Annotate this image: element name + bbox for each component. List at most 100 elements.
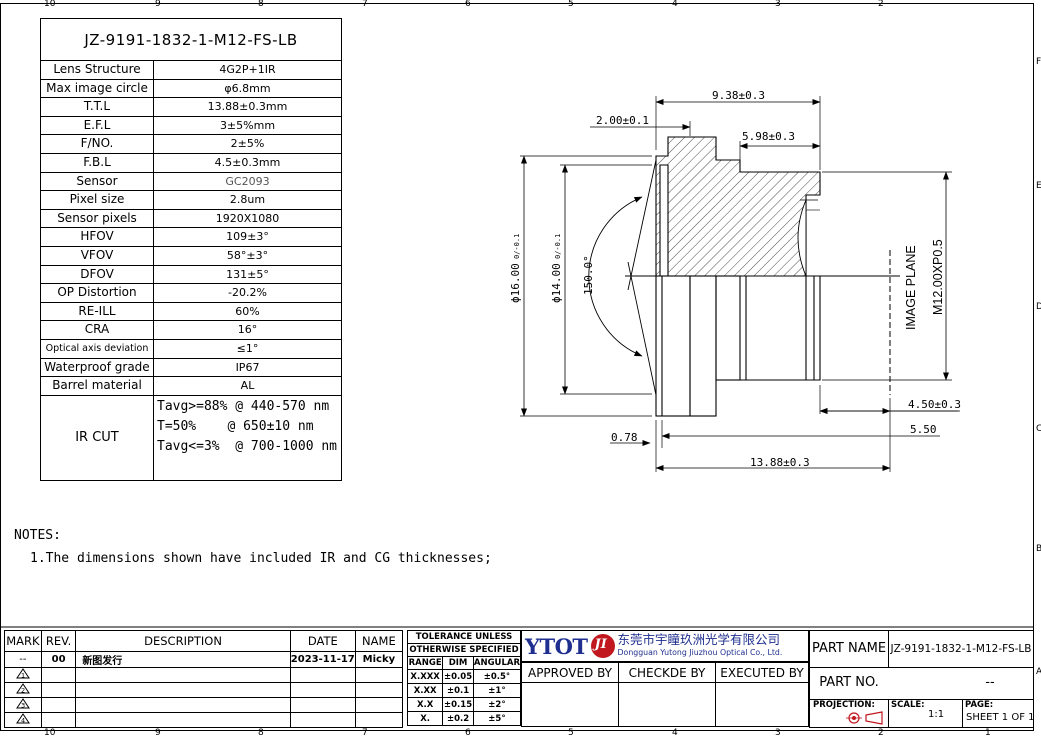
tolerance-title-1: TOLERANCE UNLESS — [407, 630, 521, 644]
spec-key: VFOV — [41, 246, 154, 265]
part-name-row: PART NAME JZ-9191-1832-1-M12-FS-LB — [810, 631, 1034, 668]
dim-thread-length: 5.98±0.3 — [742, 130, 795, 143]
scale-label: SCALE: — [891, 700, 925, 710]
tol-dim: ±0.2 — [442, 711, 474, 726]
dim-back-focal: 4.50±0.3 — [908, 398, 961, 411]
tolerance-table: TOLERANCE UNLESS OTHERWISE SPECIFIED RAN… — [406, 630, 522, 726]
spec-value: 3±5%mm — [219, 118, 276, 132]
fov-line — [627, 159, 657, 291]
part-no-row: PART NO. -- — [810, 667, 1034, 700]
checked-by-label: CHECKDE BY — [618, 662, 716, 683]
revision-row: 4 — [4, 712, 404, 728]
page-cell: PAGE: SHEET 1 OF 1 — [962, 699, 1035, 728]
ir-cut-line: Tavg>=88% @ 440-570 nm — [157, 398, 330, 414]
zone-number: 9 — [155, 728, 161, 738]
spec-key: IR CUT — [41, 395, 154, 480]
tol-angular: ±1° — [472, 683, 522, 698]
revision-row: -- 00 新图发行 2023-11-17 Micky — [4, 651, 404, 668]
zone-number: 2 — [878, 728, 884, 738]
part-name-label: PART NAME — [810, 631, 889, 667]
zone-number: 7 — [362, 0, 368, 9]
spec-value: 2±5% — [230, 137, 265, 151]
dim-body-diameter-tol: 0/-0.1 — [554, 234, 562, 259]
dim-overall-length: 9.38±0.3 — [712, 89, 765, 102]
tol-dim: ±0.1 — [442, 683, 474, 698]
tol-header-angular: ANGULAR — [472, 656, 522, 670]
zone-number: 4 — [672, 0, 678, 9]
rev-mark-triangle: 2 — [4, 682, 42, 698]
company-name-en: Dongguan Yutong Jiuzhou Optical Co., Ltd… — [617, 648, 783, 657]
rev-number — [40, 682, 77, 698]
spec-value: 13.88±0.3mm — [207, 100, 288, 114]
company-mark-icon: JI — [590, 634, 615, 658]
spec-key: OP Distortion — [41, 284, 154, 302]
tol-range: X. — [406, 711, 444, 726]
rev-description: 新图发行 — [75, 651, 291, 668]
first-angle-projection-icon — [846, 711, 883, 725]
rev-mark-triangle: 1 — [4, 667, 42, 683]
spec-ir-cut-row: IR CUT Tavg>=88% @ 440-570 nm T=50% @ 65… — [41, 395, 341, 480]
zone-number: 10 — [44, 728, 56, 738]
tol-angular: ±2° — [472, 697, 522, 712]
ir-cut-line: T=50% @ 650±10 nm — [157, 418, 314, 434]
rev-name — [354, 697, 404, 713]
spec-key: Sensor pixels — [41, 209, 154, 228]
spec-key: Barrel material — [41, 377, 154, 395]
rev-date: 2023-11-17 — [289, 651, 356, 668]
col-mark: MARK — [4, 630, 42, 652]
dimension-lines — [521, 99, 960, 471]
spec-value: φ6.8mm — [224, 81, 271, 95]
spec-key: CRA — [41, 321, 154, 339]
spec-key: F/NO. — [41, 135, 154, 153]
scale-cell: SCALE: 1:1 — [888, 699, 963, 728]
zone-letter: C — [1036, 424, 1041, 434]
revision-row: 2 — [4, 682, 404, 698]
zone-letter: A — [1036, 667, 1041, 677]
rev-date — [289, 697, 356, 713]
spec-key: T.T.L — [41, 98, 154, 116]
page-value: SHEET 1 OF 1 — [966, 712, 1035, 723]
zone-number: 6 — [465, 0, 471, 9]
projection-label: PROJECTION: — [813, 700, 875, 710]
dim-flange-thickness: 2.00±0.1 — [596, 114, 649, 127]
executed-by-label: EXECUTED BY — [715, 662, 809, 683]
company-mark-text: JI — [594, 637, 607, 652]
zone-number: 7 — [362, 728, 368, 738]
rev-number — [40, 712, 77, 728]
spec-value: -20.2% — [228, 286, 267, 300]
spec-value: 58°±3° — [226, 248, 269, 262]
fov-line — [627, 261, 657, 396]
rev-mark-triangle: 4 — [4, 712, 42, 728]
thread-spec-label: M12.00XP0.5 — [931, 239, 945, 315]
spec-value: 60% — [235, 304, 260, 318]
rev-mark: 2 — [21, 687, 25, 695]
tol-dim: ±0.15 — [442, 697, 474, 712]
spec-key: F.B.L — [41, 153, 154, 172]
tol-header-range: RANGE — [406, 656, 444, 670]
spec-value: ≤1° — [236, 341, 259, 355]
rev-description — [75, 712, 291, 728]
revision-header-row: MARK REV. DESCRIPTION DATE NAME — [4, 630, 404, 652]
spec-key: Lens Structure — [41, 61, 154, 79]
barrel-section-upper — [655, 136, 821, 277]
rev-name — [354, 712, 404, 728]
image-plane-label: IMAGE PLANE — [904, 245, 918, 330]
tol-range: X.X — [406, 697, 444, 712]
spec-value: 4G2P+1IR — [219, 63, 276, 76]
zone-letter: D — [1036, 302, 1041, 312]
zone-number: 5 — [568, 728, 574, 738]
zone-number: 5 — [568, 0, 574, 9]
tol-angular: ±5° — [472, 711, 522, 726]
title-block: PART NAME JZ-9191-1832-1-M12-FS-LB PART … — [809, 630, 1035, 728]
spec-value: 109±3° — [226, 230, 269, 244]
notes-title: NOTES: — [14, 528, 61, 543]
spec-row: T.T.L 13.88±0.3mm — [41, 98, 341, 117]
company-name-cn: 东莞市宇瞳玖洲光学有限公司 — [617, 632, 781, 647]
